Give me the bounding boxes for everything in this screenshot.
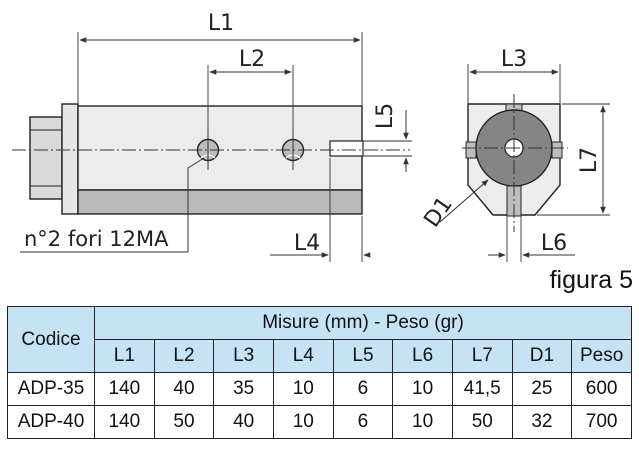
code-cell: ADP-40 <box>7 405 95 439</box>
side-slot-right <box>551 141 563 159</box>
dim-L2: L2 <box>239 47 265 72</box>
table-cell: 10 <box>392 372 453 406</box>
column-header: L7 <box>451 339 513 373</box>
table-cell: 6 <box>332 405 394 439</box>
table-cell: 700 <box>571 405 632 439</box>
dim-D1: D1 <box>420 192 458 232</box>
figure-label: figura 5 <box>549 266 633 294</box>
table-cell: 35 <box>213 372 274 406</box>
column-header: L3 <box>213 339 274 373</box>
flange <box>61 103 79 215</box>
column-header: L5 <box>332 339 394 373</box>
end-view: L3 L7 L6 D1 <box>420 47 610 262</box>
column-header: L4 <box>272 339 334 373</box>
dim-L4: L4 <box>294 231 320 256</box>
dim-L6: L6 <box>541 231 567 256</box>
table-cell: 600 <box>571 372 632 406</box>
hex-nut <box>29 116 63 200</box>
column-header: L2 <box>153 339 215 373</box>
table-cell: 50 <box>153 405 215 439</box>
table-cell: 40 <box>213 405 274 439</box>
column-header: L1 <box>94 339 155 373</box>
code-cell: ADP-35 <box>7 372 95 406</box>
column-header: L6 <box>392 339 453 373</box>
table-cell: 140 <box>94 405 155 439</box>
table-column-row: L1 L2 L3 L4 L5 L6 L7 D1 Peso <box>8 339 632 373</box>
group-header: Misure (mm) - Peso (gr) <box>94 306 632 340</box>
table-cell: 10 <box>272 405 334 439</box>
callout-leader <box>187 157 205 252</box>
body-upper <box>77 105 363 191</box>
table-cell: 32 <box>511 405 573 439</box>
codice-header: Codice <box>7 306 95 373</box>
dim-L7: L7 <box>577 147 602 173</box>
table-cell: 50 <box>451 405 513 439</box>
table-cell: 25 <box>511 372 573 406</box>
dim-L3: L3 <box>501 47 527 72</box>
column-header: D1 <box>511 339 573 373</box>
table-header-row: Codice Misure (mm) - Peso (gr) <box>7 306 632 373</box>
side-view: L1 L2 L5 L4 n°2 fori 12MA <box>12 11 412 262</box>
table-cell: 41,5 <box>451 372 513 406</box>
table-cell: 10 <box>392 405 453 439</box>
dim-L1: L1 <box>208 11 234 36</box>
technical-drawing: L1 L2 L5 L4 n°2 fori 12MA <box>12 11 610 262</box>
table-cell: 10 <box>272 372 334 406</box>
body-lower <box>77 189 363 215</box>
slot <box>329 140 364 157</box>
dim-L5: L5 <box>373 103 398 129</box>
column-header: Peso <box>571 339 632 373</box>
table-row: ADP-35 140 40 35 10 6 10 41,5 25 600 <box>7 372 632 406</box>
table-cell: 140 <box>94 372 155 406</box>
table-cell: 40 <box>153 372 215 406</box>
side-slot-left <box>465 141 477 159</box>
table-row: ADP-40 140 50 40 10 6 10 50 32 700 <box>7 405 632 439</box>
table-cell: 6 <box>332 372 394 406</box>
spec-table: Codice Misure (mm) - Peso (gr) L1 L2 L3 … <box>7 306 632 439</box>
callout-text: n°2 fori 12MA <box>24 227 169 251</box>
